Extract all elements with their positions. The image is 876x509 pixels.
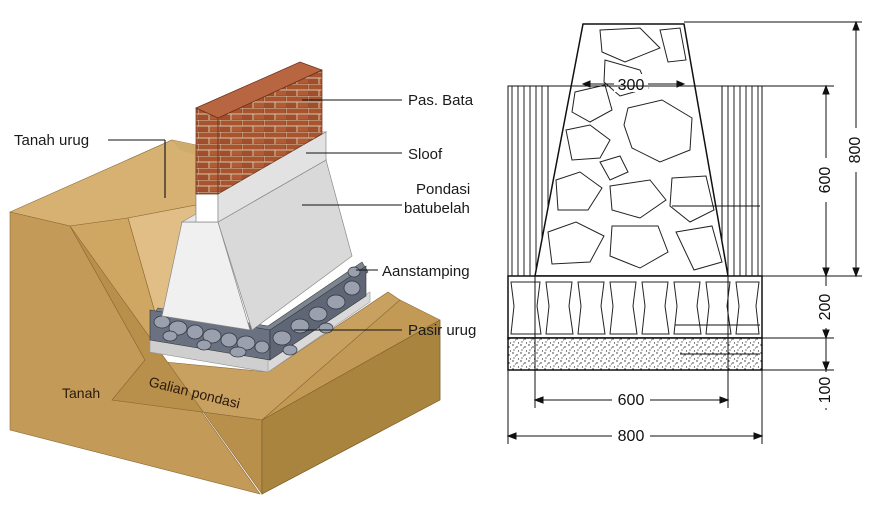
label-pas-bata: Pas. Bata [408, 92, 474, 109]
stone-masonry-trapezoid [534, 23, 729, 277]
dim-label-base-width: 600 [618, 392, 645, 409]
dim-label-height-stone: 600 [817, 167, 834, 194]
brick-wall-front [195, 107, 219, 195]
label-sloof: Sloof [408, 146, 443, 163]
soil-top-right [172, 140, 196, 155]
soil-right-front [261, 319, 441, 495]
dim-label-height-aanstamping: 200 [817, 294, 834, 321]
stone-pattern [547, 27, 723, 271]
aanstamping-stones-section [510, 281, 760, 335]
dim-label-height-sand: 100 [817, 377, 834, 404]
label-tanah-urug: Tanah urug [14, 132, 89, 149]
leader-lines [108, 99, 402, 331]
aanstamping-stones [153, 266, 361, 358]
label-aanstamping: Aanstamping [382, 263, 470, 280]
dim-vertical-lines [548, 20, 862, 410]
soil-left-face [9, 211, 261, 495]
backfill-hatch-right [721, 85, 763, 277]
label-pondasi-line2: batubelah [404, 200, 470, 217]
label-pasir-urug: Pasir urug [408, 322, 476, 339]
foundation-section: 300 600 800 [506, 20, 866, 445]
foundation-illustration: Pas. Bata Sloof Pondasi batubelah Aansta… [9, 61, 476, 495]
soil-front-face [69, 225, 263, 495]
sloof-front [195, 191, 219, 223]
label-tanah: Tanah [62, 385, 100, 401]
dim-label-height-total: 800 [847, 137, 864, 164]
dim-label-total-width: 800 [618, 428, 645, 445]
label-pondasi-line1: Pondasi [416, 181, 470, 198]
brick-wall-top [195, 61, 323, 119]
